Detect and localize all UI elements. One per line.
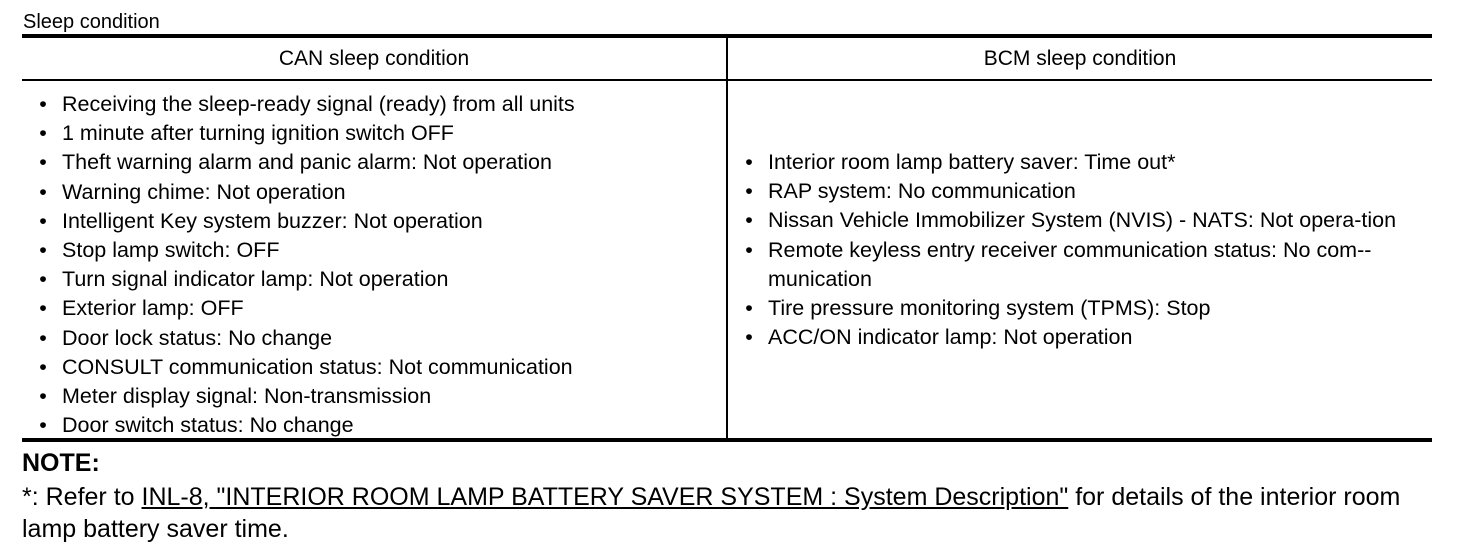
table-caption: Sleep condition <box>23 11 160 33</box>
bullet-icon: • <box>39 413 47 438</box>
list-item: •Tire pressure monitoring system (TPMS):… <box>742 294 1422 323</box>
can-sleep-condition-cell: •Receiving the sleep-ready signal (ready… <box>22 81 726 438</box>
note-title: NOTE: <box>22 449 100 477</box>
list-item: •Theft warning alarm and panic alarm: No… <box>36 148 716 177</box>
list-item: •Turn signal indicator lamp: Not operati… <box>36 265 716 294</box>
header-can-sleep-condition: CAN sleep condition <box>278 47 470 70</box>
list-item: •Door switch status: No change <box>36 411 716 440</box>
bcm-sleep-condition-list: •Interior room lamp battery saver: Time … <box>742 148 1422 352</box>
list-item: •Nissan Vehicle Immobilizer System (NVIS… <box>742 206 1422 235</box>
bullet-icon: • <box>745 179 753 204</box>
bullet-icon: • <box>39 238 47 263</box>
column-divider <box>726 38 728 438</box>
note-suffix: for details of the interior room lamp ba… <box>22 483 1401 543</box>
note-prefix: *: Refer to <box>22 483 142 511</box>
bullet-icon: • <box>39 150 47 175</box>
bullet-icon: • <box>745 237 753 262</box>
bullet-icon: • <box>39 208 47 233</box>
list-item: •CONSULT communication status: Not commu… <box>36 353 716 382</box>
bullet-icon: • <box>39 92 47 116</box>
list-item: •Remote keyless entry receiver communica… <box>742 236 1422 294</box>
list-item: •Stop lamp switch: OFF <box>36 236 716 265</box>
sleep-condition-table: CAN sleep condition BCM sleep condition … <box>22 34 1432 442</box>
list-item: •Warning chime: Not operation <box>36 178 716 207</box>
header-bcm-sleep-condition: BCM sleep condition <box>983 47 1177 70</box>
bullet-icon: • <box>39 384 47 409</box>
bullet-icon: • <box>39 179 47 204</box>
bullet-icon: • <box>745 296 753 321</box>
list-item: •Interior room lamp battery saver: Time … <box>742 148 1422 177</box>
note-text: *: Refer to INL-8, "INTERIOR ROOM LAMP B… <box>22 481 1442 545</box>
list-item: •Intelligent Key system buzzer: Not oper… <box>36 207 716 236</box>
bullet-icon: • <box>39 121 47 146</box>
bullet-icon: • <box>39 267 47 292</box>
bullet-icon: • <box>39 325 47 350</box>
list-item: •RAP system: No communication <box>742 177 1422 206</box>
list-item: •Receiving the sleep-ready signal (ready… <box>36 90 716 119</box>
list-item: •Meter display signal: Non-transmission <box>36 382 716 411</box>
bullet-icon: • <box>39 296 47 321</box>
bullet-icon: • <box>745 325 753 350</box>
bullet-icon: • <box>745 208 753 233</box>
bullet-icon: • <box>745 150 753 174</box>
list-item: •Door lock status: No change <box>36 324 716 353</box>
reference-link[interactable]: INL-8, "INTERIOR ROOM LAMP BATTERY SAVER… <box>141 483 1069 511</box>
list-item: •1 minute after turning ignition switch … <box>36 119 716 148</box>
bullet-icon: • <box>39 354 47 379</box>
list-item: •ACC/ON indicator lamp: Not operation <box>742 323 1422 352</box>
list-item: •Exterior lamp: OFF <box>36 294 716 323</box>
bcm-sleep-condition-cell: •Interior room lamp battery saver: Time … <box>728 81 1432 438</box>
can-sleep-condition-list: •Receiving the sleep-ready signal (ready… <box>36 90 716 440</box>
